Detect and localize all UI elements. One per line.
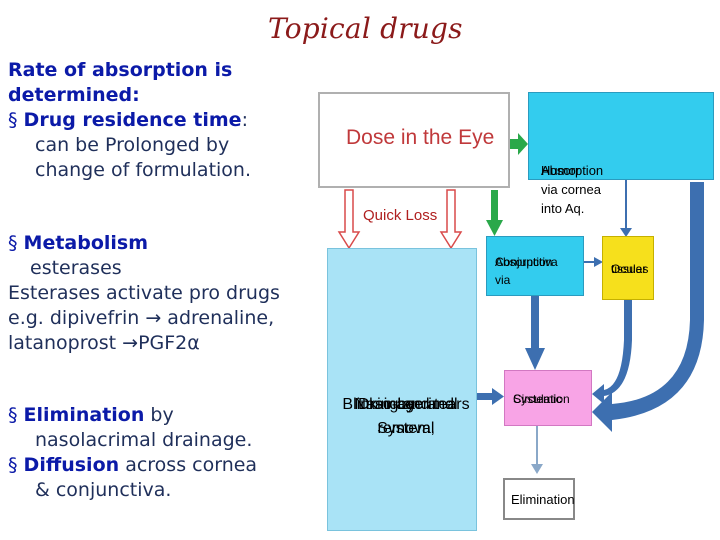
green-arrow-down (486, 190, 503, 236)
slide-title: Topical drugs (268, 12, 463, 45)
systemic-to-elimination-arrow (531, 426, 543, 474)
metabolism-bullet-line: § Metabolism (8, 231, 308, 256)
eg-line: e.g. dipivefrin → adrenaline, (8, 307, 275, 329)
quick-loss-arrow-left (337, 189, 361, 250)
absorption-cornea-line-2: Humor (541, 163, 581, 178)
metabolism-sub: esterases (30, 257, 122, 279)
absorption-cornea-box: Absorption via cornea into Aq. Humor (528, 92, 714, 216)
green-arrow-right (510, 133, 528, 155)
diffusion-desc: & conjunctiva. (35, 479, 172, 501)
metabolism-bold: Metabolism (23, 232, 149, 254)
quick-loss-arrow-right (439, 189, 463, 250)
drainage-line-1: Drainage and removal (357, 396, 455, 437)
elimination-bold: Elimination (23, 404, 145, 426)
ocular-line-1: Ocular (611, 262, 647, 276)
absorption-conjunctiva-line-2: Conjunctiva (495, 255, 558, 269)
conj-to-systemic-arrow (525, 296, 545, 370)
residence-bold: Drug residence time (23, 109, 242, 131)
drainage-box: Drainage and removal by Naso-Lacrimal Sy… (327, 248, 477, 531)
ocular-line-2: tissues (611, 262, 649, 276)
metabolism-section: § Metabolism esterases Esterases activat… (8, 231, 308, 356)
rate-heading-line-2: determined: (8, 84, 140, 106)
residence-colon: : (241, 109, 248, 131)
dose-in-eye-box: Dose in the Eye (318, 92, 510, 188)
absorption-conjunctiva-box: Absorption via Conjunctiva (486, 236, 584, 296)
absorption-conjunctiva-line-1: Absorption via (495, 255, 553, 287)
diffusion-bold: Diffusion (23, 454, 120, 476)
elimination-section: § Elimination by nasolacrimal drainage. … (8, 403, 308, 503)
bullet-icon: § (8, 404, 18, 426)
diffusion-rest: across cornea (119, 454, 258, 476)
latanoprost-line: latanoprost →PGF2α (8, 332, 200, 354)
bullet-icon: § (8, 109, 18, 131)
drainage-line-4: Blinking and tears (342, 396, 470, 413)
rate-heading-line-1: Rate of absorption is (8, 59, 233, 81)
elimination-label: Elimination (511, 492, 575, 507)
bullet-icon: § (8, 454, 18, 476)
drainage-line-2: by (397, 396, 415, 413)
systemic-line-1: Systemic (513, 392, 562, 406)
rate-section: Rate of absorption is determined: § Drug… (8, 58, 308, 183)
bullet-icon: § (8, 232, 18, 254)
residence-desc-1: can be Prolonged by (35, 134, 230, 156)
residence-bullet-line: § Drug residence time: (8, 108, 308, 133)
esterases-line: Esterases activate pro drugs (8, 282, 280, 304)
systemic-line-2: Circulation (513, 392, 570, 406)
drain-to-systemic-arrow (477, 388, 504, 405)
big-curved-arrow (592, 182, 704, 432)
elimination-desc: nasolacrimal drainage. (35, 429, 253, 451)
elimination-rest: by (144, 404, 174, 426)
conj-to-ocular-arrow (584, 257, 603, 267)
dose-label: Dose in the Eye (346, 126, 495, 149)
drainage-line-3: Naso-Lacrimal System, (354, 396, 458, 437)
absorption-cornea-line-1: Absorption via cornea into Aq. (541, 163, 604, 216)
elimination-box: Elimination (503, 478, 575, 520)
aq-to-ocular-arrow (620, 180, 632, 237)
systemic-circulation-box: Systemic Circulation (504, 370, 592, 426)
diffusion-bullet-line: § Diffusion across cornea (8, 453, 308, 478)
drainage-label: Drainage and removal by Naso-Lacrimal Sy… (331, 321, 475, 437)
elimination-bullet-line: § Elimination by (8, 403, 308, 428)
ocular-tissues-box: Ocular tissues (602, 236, 654, 300)
quick-loss-label: Quick Loss (363, 207, 438, 224)
residence-desc-2: change of formulation. (35, 159, 252, 181)
ocular-to-systemic-arrow (592, 300, 632, 404)
